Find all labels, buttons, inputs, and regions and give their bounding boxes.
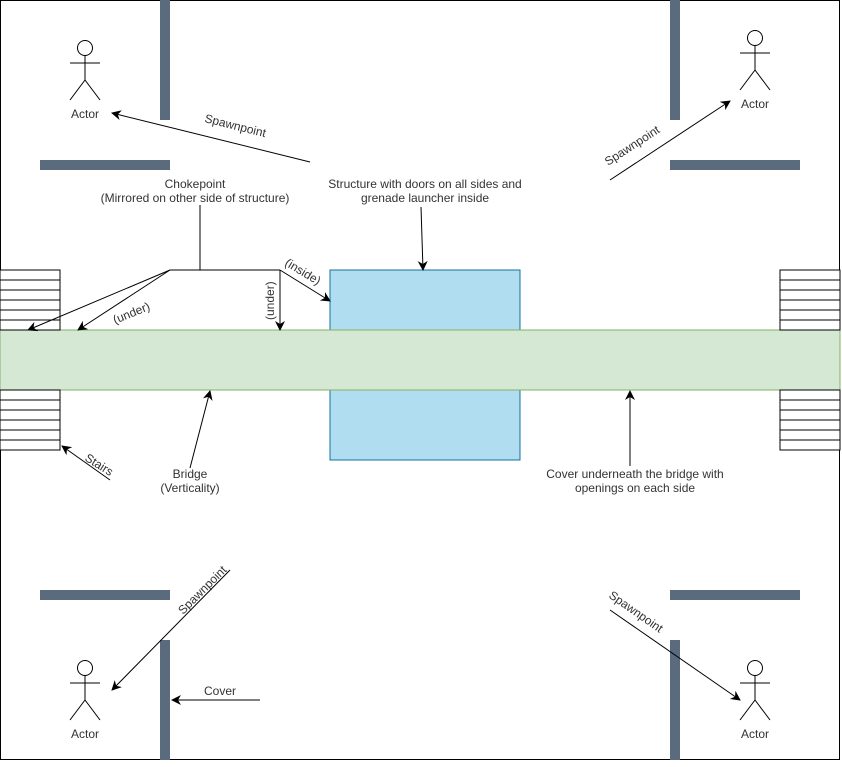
spawnpoint-label-bl: Spawnpoint: [175, 562, 230, 617]
cover-underneath-label-line1: Cover underneath the bridge with: [546, 467, 723, 481]
wall-br-vertical: [670, 640, 680, 760]
cover-underneath-label-line2: openings on each side: [575, 481, 695, 495]
structure-arrow: [417, 206, 428, 271]
stairs-right-bottom: [779, 389, 841, 451]
wall-br-horizontal: [670, 590, 800, 600]
stairs-right-top: [779, 269, 841, 331]
stairs-label: Stairs: [82, 451, 115, 479]
wall-tl-vertical: [160, 0, 170, 120]
bridge: [0, 329, 841, 391]
inside-label: (inside): [282, 256, 323, 288]
actor-icon: [69, 40, 101, 101]
actor-icon: [739, 660, 771, 721]
spawnpoint-arrow-tl: [111, 110, 311, 163]
bridge-arrow: [189, 390, 213, 469]
actor-icon: [69, 660, 101, 721]
spawnpoint-arrow-tr: [609, 100, 731, 181]
wall-tl-horizontal: [40, 160, 170, 170]
wall-bl-horizontal: [40, 590, 170, 600]
cover-label: Cover: [204, 684, 236, 698]
chokepoint-arrow-inside: [279, 269, 331, 302]
wall-tr-vertical: [670, 0, 680, 120]
bridge-label-line1: Bridge: [173, 467, 208, 481]
actor-icon: [739, 30, 771, 91]
spawnpoint-arrow-bl: [111, 569, 231, 691]
spawnpoint-arrow-br: [609, 609, 741, 701]
chokepoint-label-line1: Chokepoint: [165, 177, 226, 191]
under-label-right: (under): [263, 281, 277, 320]
actor-label-bl: Actor: [71, 727, 99, 741]
structure-label-line2: grenade launcher inside: [361, 191, 489, 205]
chokepoint-arrow-stairs: [27, 269, 171, 332]
wall-tr-horizontal: [670, 160, 800, 170]
wall-bl-vertical: [160, 640, 170, 760]
bridge-label-line2: (Verticality): [160, 481, 219, 495]
spawnpoint-label-tr: Spawnpoint: [602, 122, 663, 168]
chokepoint-arrow-under-left: [77, 269, 171, 331]
actor-label-br: Actor: [741, 727, 769, 741]
under-label-left: (under): [111, 299, 152, 326]
actor-label-tr: Actor: [741, 97, 769, 111]
stairs-left-bottom: [0, 389, 61, 451]
actor-label-tl: Actor: [71, 107, 99, 121]
chokepoint-label-line2: (Mirrored on other side of structure): [101, 191, 290, 205]
stairs-left-top: [0, 269, 61, 331]
structure-label-line1: Structure with doors on all sides and: [328, 177, 521, 191]
spawnpoint-label-tl: Spawnpoint: [203, 111, 268, 140]
stairs-arrow: [61, 445, 111, 481]
